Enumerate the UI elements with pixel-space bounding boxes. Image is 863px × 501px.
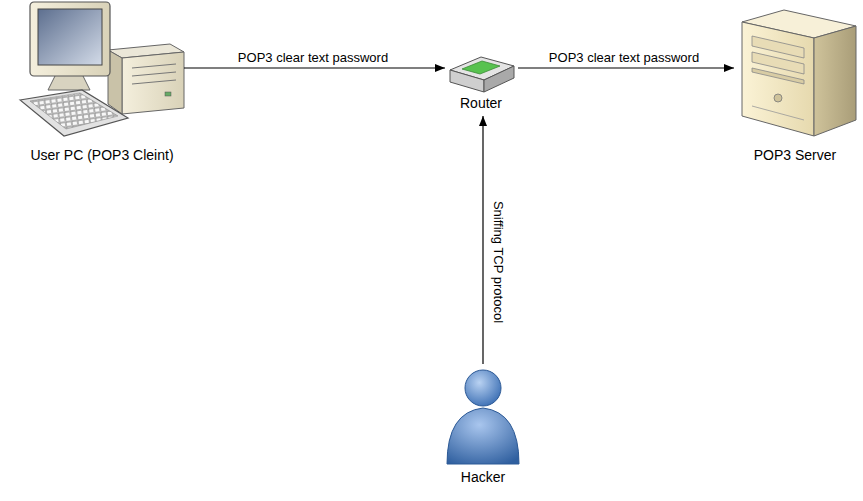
- router-node: Router: [446, 52, 516, 112]
- pc-node: User PC (POP3 Cleint): [22, 0, 182, 164]
- server-icon: [742, 10, 856, 136]
- arrow-connector: [518, 67, 734, 68]
- hacker-icon: [447, 370, 519, 464]
- node-label: Router: [460, 95, 502, 112]
- edge-label: POP3 clear text password: [236, 50, 390, 65]
- node-label: POP3 Server: [754, 147, 836, 164]
- node-label: User PC (POP3 Cleint): [30, 147, 173, 164]
- server-node: POP3 Server: [735, 8, 855, 164]
- arrow-connector: [184, 67, 445, 68]
- pc-icon: [20, 2, 184, 136]
- hacker-node: Hacker: [445, 366, 521, 486]
- node-label: Hacker: [461, 469, 505, 486]
- arrow-connector: [482, 116, 483, 364]
- edge-label: POP3 clear text password: [547, 50, 701, 65]
- edge-label: Sniffing TCP protocol: [491, 199, 506, 325]
- router-icon: [450, 57, 514, 92]
